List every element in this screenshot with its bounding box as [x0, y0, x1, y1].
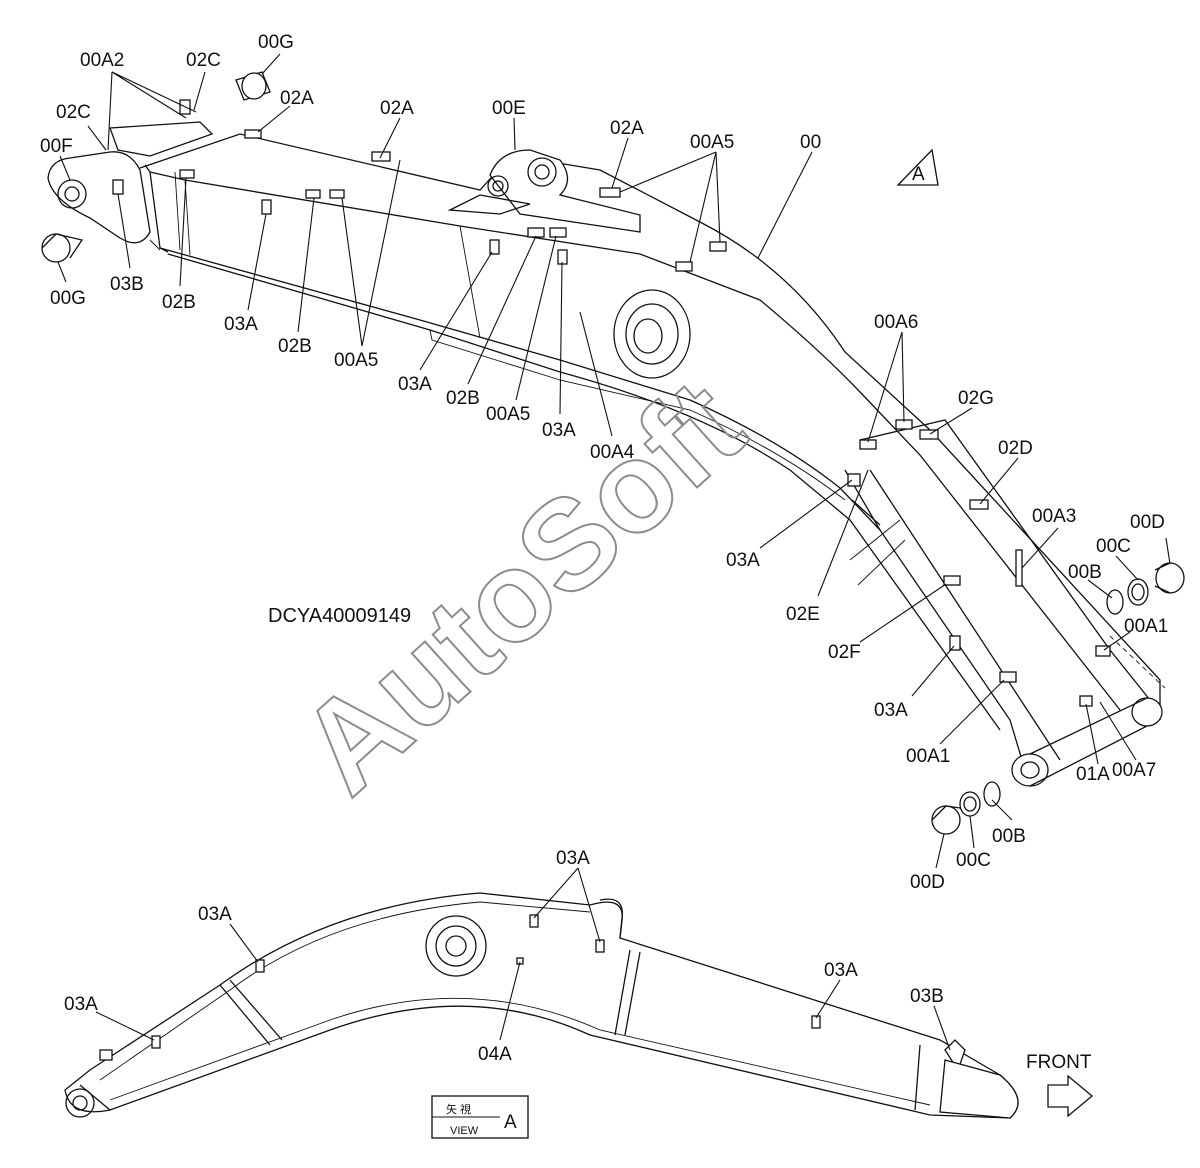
label-02B-3: 02B — [446, 388, 480, 409]
label-00A5-low: 00A5 — [486, 404, 530, 425]
label-03A-5: 03A — [874, 700, 908, 721]
label-00A5-mid: 00A5 — [334, 350, 378, 371]
leader-lines-upper — [57, 53, 1171, 869]
label-02C-top: 02C — [186, 50, 221, 71]
label-02F: 02F — [828, 642, 861, 663]
label-00A3: 00A3 — [1032, 506, 1076, 527]
label-02E: 02E — [786, 604, 820, 625]
label-03B-upper: 03B — [110, 274, 144, 295]
label-02A-2: 02A — [380, 98, 414, 119]
view-box-kanji: 矢 視 — [446, 1102, 471, 1116]
label-01A: 01A — [1076, 764, 1110, 785]
view-box-word: VIEW — [450, 1125, 479, 1137]
front-arrow-icon — [1047, 1074, 1094, 1118]
leader-lines-lower — [95, 867, 951, 1051]
label-04A: 04A — [478, 1044, 512, 1065]
label-02D: 02D — [998, 438, 1033, 459]
label-00F: 00F — [40, 136, 73, 157]
label-03B-lower: 03B — [910, 986, 944, 1007]
label-03A-lower-right: 03A — [824, 960, 858, 981]
label-02C-left: 02C — [56, 102, 91, 123]
pads-upper — [112, 99, 1111, 707]
label-02G: 02G — [958, 388, 994, 409]
bushings — [41, 71, 1185, 835]
label-02A-1: 02A — [280, 88, 314, 109]
label-03A-lower-left1: 03A — [198, 904, 232, 925]
label-00B-low: 00B — [992, 826, 1026, 847]
label-00A1-low: 00A1 — [906, 746, 950, 767]
label-03A-1: 03A — [224, 314, 258, 335]
drawing-code: DCYA40009149 — [268, 605, 411, 627]
label-02B-1: 02B — [162, 292, 196, 313]
label-03A-2: 03A — [398, 374, 432, 395]
label-00B-top: 00B — [1068, 562, 1102, 583]
label-02B-2: 02B — [278, 336, 312, 357]
label-00G-left: 00G — [50, 288, 86, 309]
label-03A-lower-top: 03A — [556, 848, 590, 869]
lower-boom-drawing — [64, 892, 1019, 1119]
label-03A-lower-left2: 03A — [64, 994, 98, 1015]
label-00A5-top: 00A5 — [690, 132, 734, 153]
label-00G-top: 00G — [258, 32, 294, 53]
label-00A2: 00A2 — [80, 50, 124, 71]
lower-labels: 03A 03A 03A 03A 03B 04A — [64, 848, 944, 1065]
label-00D-top: 00D — [1130, 512, 1165, 533]
pads-lower — [99, 914, 821, 1061]
view-a-box: 矢 視 VIEW A — [431, 1095, 529, 1139]
label-00C-low: 00C — [956, 850, 991, 871]
label-02A-3: 02A — [610, 118, 644, 139]
label-00A1-right: 00A1 — [1124, 616, 1168, 637]
label-03A-4: 03A — [726, 550, 760, 571]
upper-labels: 00A2 02C 00G 02C 02A 02A 00E 02A 00A5 00… — [40, 32, 1168, 893]
label-00E: 00E — [492, 98, 526, 119]
upper-boom-drawing — [41, 71, 1185, 835]
front-label: FRONT — [1026, 1052, 1092, 1073]
label-00D-low: 00D — [910, 872, 945, 893]
view-marker-triangle-icon — [896, 148, 939, 186]
label-00C-top: 00C — [1096, 536, 1131, 557]
label-00A6: 00A6 — [874, 312, 918, 333]
label-00A4: 00A4 — [590, 442, 635, 463]
label-03A-3: 03A — [542, 420, 576, 441]
label-00: 00 — [800, 132, 821, 153]
view-marker-letter: A — [912, 164, 925, 185]
label-00A7: 00A7 — [1112, 760, 1156, 781]
view-box-letter: A — [504, 1112, 517, 1133]
